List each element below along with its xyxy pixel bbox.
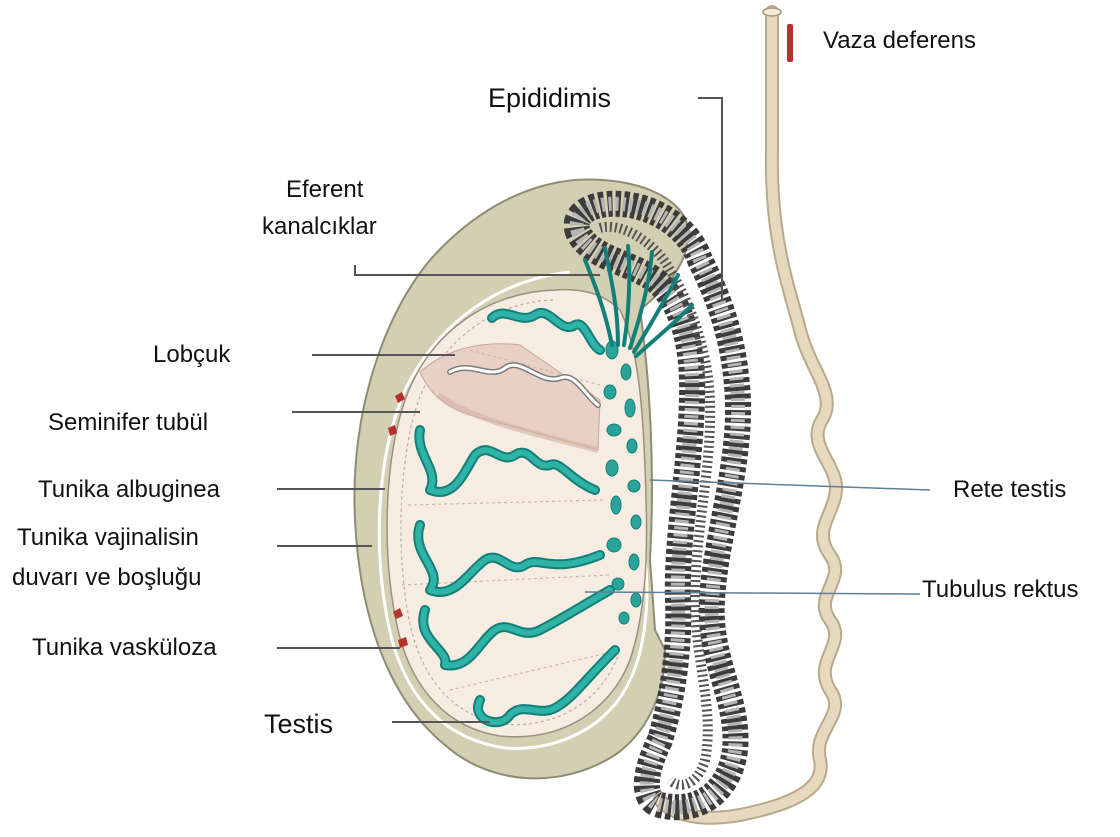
label-tunica-vaginalis-line1: Tunika vajinalisin [17, 524, 199, 551]
label-tunica-vaginalis-line2: duvarı ve boşluğu [12, 564, 201, 591]
label-seminiferous-tubule: Seminifer tubül [48, 409, 208, 436]
label-vas-deferens: Vaza deferens [823, 27, 976, 54]
label-lobule: Lobçuk [153, 341, 231, 368]
label-rete-testis: Rete testis [953, 476, 1066, 503]
label-efferent-line2: kanalcıklar [262, 213, 377, 240]
label-tubulus-rectus: Tubulus rektus [922, 576, 1079, 603]
label-efferent-line1: Eferent [286, 176, 364, 203]
vas-deferens-marker [787, 24, 793, 62]
label-tunica-albuginea: Tunika albuginea [38, 476, 221, 503]
label-testis: Testis [264, 709, 333, 739]
label-tunica-vasculosa: Tunika vasküloza [32, 634, 217, 661]
label-epididymis: Epididimis [488, 83, 611, 113]
